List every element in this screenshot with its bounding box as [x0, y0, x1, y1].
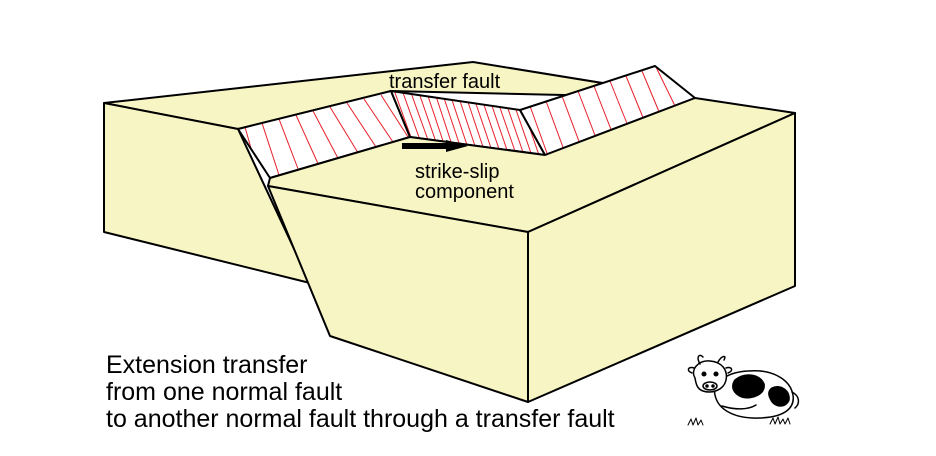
slip-arrow-icon [402, 140, 468, 152]
hangingwall-front-face [527, 112, 796, 403]
caption-line-3: to another normal fault through a transf… [106, 405, 615, 433]
strike-slip-label-line2: component [415, 181, 514, 203]
caption-line-1: Extension transfer [106, 351, 308, 379]
normal-fault-scarp-left [237, 90, 411, 179]
footwall-block [103, 61, 696, 284]
transfer-fault-label: transfer fault [389, 71, 501, 93]
cow-icon [687, 354, 800, 426]
strike-slip-label-line1: strike-slip [415, 161, 499, 183]
hangingwall-block [267, 97, 796, 403]
caption-line-2: from one normal fault [106, 378, 342, 406]
